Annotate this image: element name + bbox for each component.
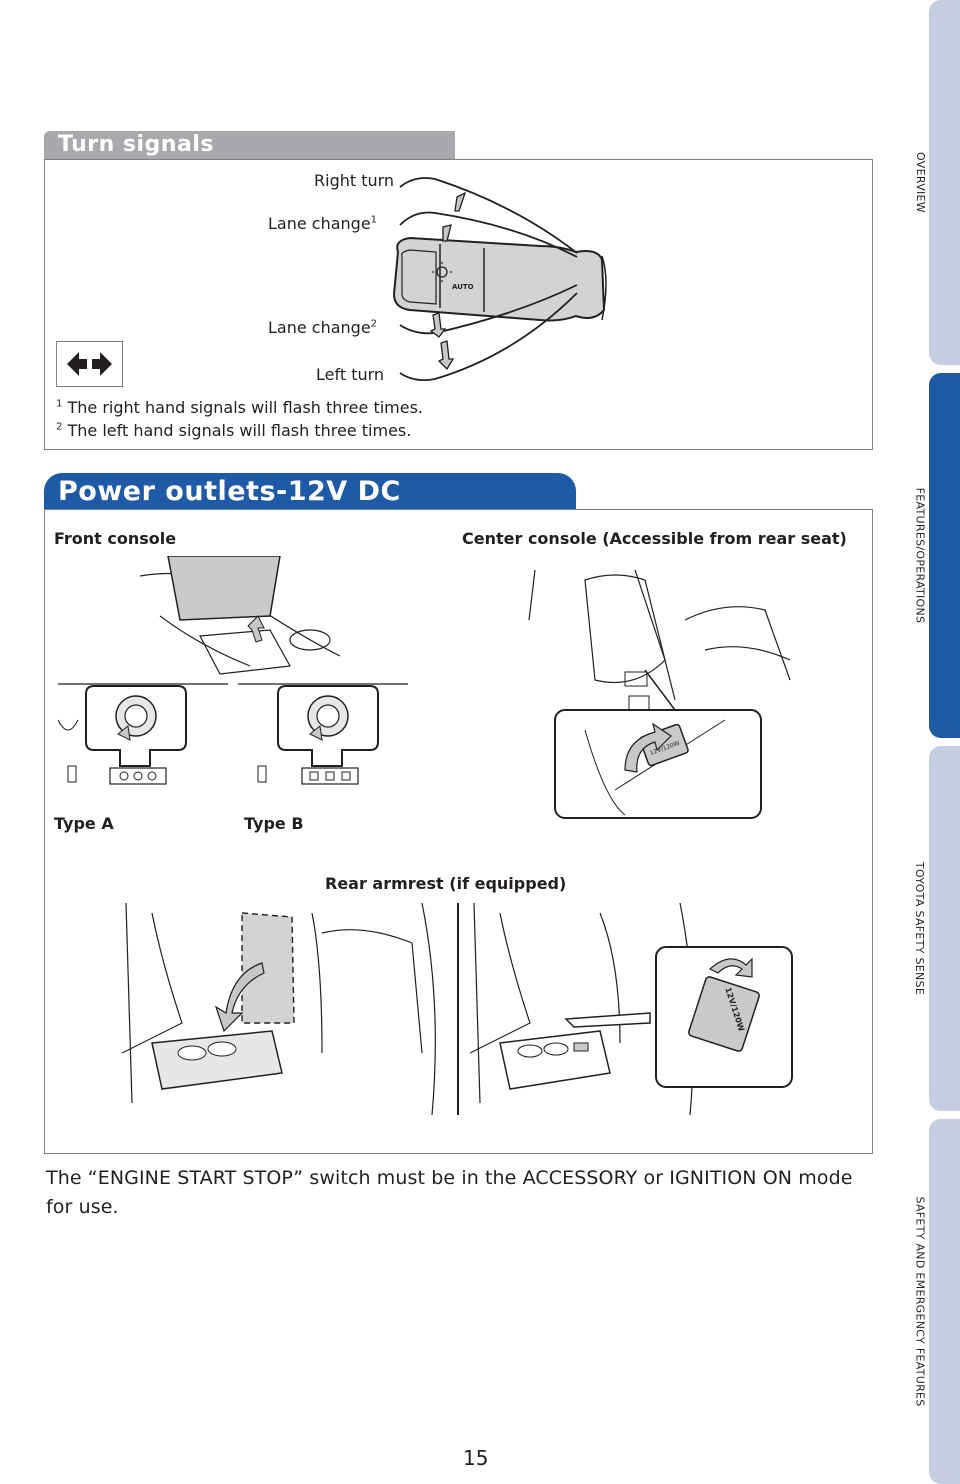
tab-safety-emergency[interactable] <box>929 1119 960 1484</box>
label-left-turn: Left turn <box>316 365 385 384</box>
usage-note: The “ENGINE START STOP” switch must be i… <box>46 1167 853 1218</box>
tab-features-operations[interactable] <box>929 373 960 738</box>
label-type-a: Type A <box>54 814 114 833</box>
turn-signals-box <box>44 159 873 450</box>
label-type-b: Type B <box>244 814 304 833</box>
side-label-safety: SAFETY AND EMERGENCY FEATURES <box>913 1196 927 1407</box>
tab-overview[interactable] <box>929 0 960 365</box>
power-outlets-header: Power outlets-12V DC <box>44 473 576 509</box>
side-label-features: FEATURES/OPERATIONS <box>913 487 927 624</box>
label-right-turn: Right turn <box>314 171 395 190</box>
power-outlets-box <box>44 509 873 1154</box>
page-number: 15 <box>463 1446 489 1470</box>
center-console-illustration: 12V/120W <box>528 569 791 819</box>
label-lane-change-1: Lane change1 <box>268 214 378 233</box>
side-label-tss: TOYOTA SAFETY SENSE <box>913 861 927 996</box>
type-a-illustration <box>58 683 228 785</box>
label-center-console: Center console (Accessible from rear sea… <box>462 529 847 548</box>
footnote-1: 1 The right hand signals will flash thre… <box>56 398 424 417</box>
label-front-console: Front console <box>54 529 177 548</box>
rear-armrest-lowering-illustration <box>122 903 436 1115</box>
tab-toyota-safety-sense[interactable] <box>929 746 960 1111</box>
front-console-illustration <box>140 556 340 675</box>
signal-arcs <box>399 177 578 382</box>
label-rear-armrest: Rear armrest (if equipped) <box>325 874 567 893</box>
type-b-illustration <box>238 683 408 785</box>
turn-signals-header: Turn signals <box>44 131 455 159</box>
side-label-overview: OVERVIEW <box>913 152 927 213</box>
figure-divider <box>457 903 459 1115</box>
turn-arrows-icon <box>67 352 112 376</box>
rear-armrest-outlet-illustration: 12V/120W <box>470 903 793 1115</box>
turn-signal-indicator <box>56 341 123 387</box>
svg-text:AUTO: AUTO <box>452 283 474 291</box>
footnote-2: 2 The left hand signals will flash three… <box>56 421 412 440</box>
label-lane-change-2: Lane change2 <box>268 318 378 337</box>
